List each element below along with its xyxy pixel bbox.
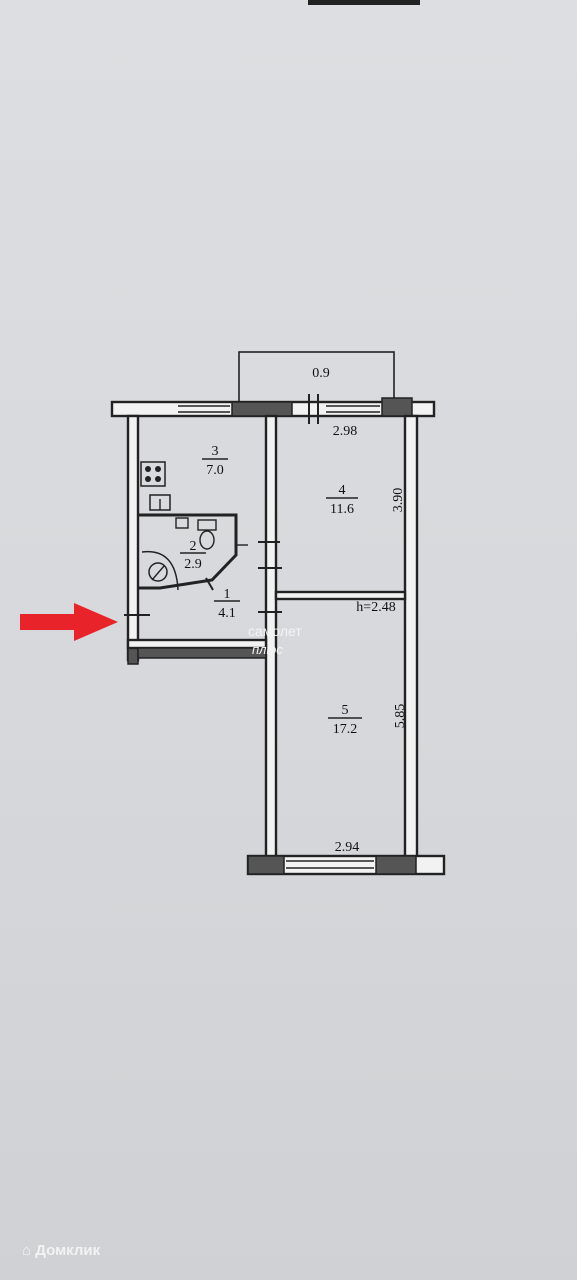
wall-room4-room5: [274, 590, 407, 601]
entrance-arrow-icon: [20, 603, 118, 641]
house-icon: ⌂: [22, 1242, 32, 1259]
stove-icon: [155, 476, 161, 482]
room5-width-dimension: 2.94: [335, 840, 360, 855]
stove-icon: [155, 466, 161, 472]
top-wall-corner: [381, 397, 413, 417]
brand-watermark: самолет: [248, 623, 302, 639]
balcony-dimension: 0.9: [312, 366, 330, 381]
bottom-wall-left: [247, 855, 285, 875]
room-3-number: 3: [212, 444, 219, 459]
bathroom-wall: [138, 513, 238, 590]
brand-watermark: плюс: [252, 642, 283, 657]
room-4-area: 11.6: [330, 502, 354, 517]
stove-icon: [145, 476, 151, 482]
shower-icon: [148, 562, 168, 582]
top-wall-segment: [231, 401, 293, 417]
bathroom-door-mark: [205, 577, 214, 591]
room5-depth-dimension: 5.85: [393, 704, 408, 729]
room-1-number: 1: [224, 587, 231, 602]
room-2-area: 2.9: [184, 557, 202, 572]
room-1-area: 4.1: [218, 606, 236, 621]
bottom-wall-right: [375, 855, 417, 875]
right-wall: [403, 414, 419, 860]
room-4-number: 4: [339, 483, 346, 498]
room4-width-dimension: 2.98: [333, 424, 358, 439]
corridor-bottom-wall: [137, 647, 267, 659]
shower-icon: [151, 565, 165, 581]
room-2-number: 2: [190, 539, 197, 554]
room4-depth-dimension: 3.90: [391, 488, 406, 513]
toilet-icon: [199, 530, 215, 550]
room-5-area: 17.2: [333, 722, 358, 737]
corridor-bottom-wall: [126, 638, 268, 650]
domclick-label: Домклик: [35, 1242, 101, 1259]
stove-icon: [140, 461, 166, 487]
bathtub: [141, 550, 179, 591]
left-wall: [126, 414, 140, 662]
room-5-number: 5: [342, 703, 349, 718]
stove-icon: [145, 466, 151, 472]
room-3-area: 7.0: [206, 463, 224, 478]
domclick-watermark: ⌂ Домклик: [22, 1242, 100, 1259]
toilet-icon: [197, 519, 217, 531]
ceiling-height: h=2.48: [356, 600, 395, 615]
sink-icon: [175, 517, 189, 529]
cropped-header: [308, 0, 420, 5]
